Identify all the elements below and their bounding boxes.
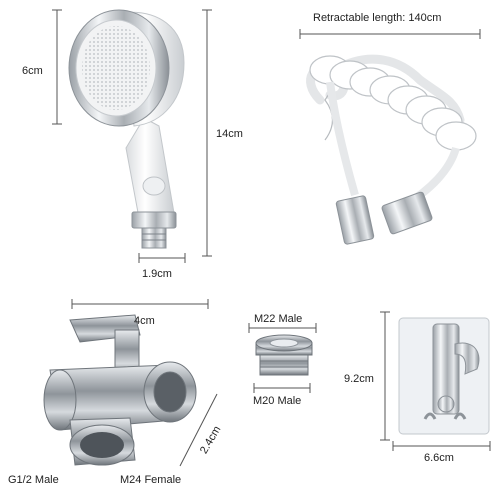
thread-adapter-image	[255, 334, 313, 376]
valve-inlet-label: G1/2 Male	[8, 474, 59, 486]
adapter-top-label: M22 Male	[254, 313, 303, 325]
retractable-length-label: Retractable length: 140cm	[313, 12, 442, 24]
head-diameter-label: 6cm	[22, 65, 43, 77]
holder-width-label: 6.6cm	[424, 452, 454, 464]
coiled-hose-image	[306, 54, 477, 245]
wall-holder-image	[398, 317, 490, 435]
thread-size-label: 1.9cm	[142, 268, 172, 280]
diverter-valve-image	[43, 314, 197, 466]
holder-height-label: 9.2cm	[344, 373, 374, 385]
shower-length-label: 14cm	[216, 128, 243, 140]
shower-head-image	[68, 9, 185, 249]
valve-width-label: 4cm	[134, 315, 155, 327]
valve-outlet-label: M24 Female	[120, 474, 182, 486]
adapter-bottom-label: M20 Male	[253, 395, 302, 407]
